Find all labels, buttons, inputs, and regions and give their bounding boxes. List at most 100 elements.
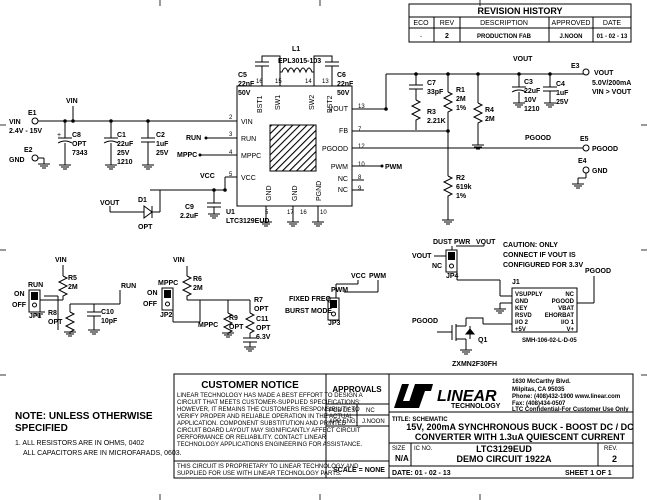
logo-word: LINEAR [437,388,497,405]
l1-value: EPL3015-103 [278,58,321,65]
jp4-nc-net: NC [432,263,442,270]
title-block [173,373,634,479]
ground-symbols [260,102,556,227]
vin-range: 2.4V - 15V [9,128,42,135]
vout-network [385,73,586,220]
mppc-net: MPPC [177,152,202,159]
c8-size: 7343 [72,150,88,157]
exposed-pad [269,124,317,172]
pin-num: 10 [320,210,327,216]
c9-value: 2.2uF [180,213,199,220]
q1-ref: Q1 [478,337,487,344]
j1-left-6: +5V [515,327,526,333]
j1-part: SMH-106-02-L-D-05 [522,338,577,344]
rev-row-rev: 2 [445,33,449,40]
mppc-net-label: MPPC [177,152,197,159]
r2-tol: 1% [456,193,467,200]
terminal-e1[interactable]: E1 VIN [9,110,39,126]
c2-label: C2 [156,132,165,139]
pin-label-bst1: BST1 [257,95,264,113]
notice-line: CIRCUIT THAT MEETS CUSTOMER-SUPPLIED SPE… [177,400,361,406]
jp3-fixed: FIXED FREQ [289,296,332,303]
r3-label: R3 [427,109,436,116]
approvals-title: APPROVALS [332,385,382,394]
ic-pin-wires [200,72,520,222]
address-line: Milpitas, CA 95035 [512,387,565,393]
jp2-mppc-out-net: MPPC [198,322,218,329]
pin-label-bst2: BST2 [327,95,334,113]
c1-size: 1210 [117,159,133,166]
rev-value: 2 [612,454,617,464]
jp4-vout-net: VOUT [476,239,496,246]
rev-header-date: DATE [603,20,621,27]
jp2-ref: JP2 [160,312,173,319]
ic-ref: U1 [226,209,235,216]
notice-line: VERIFY PROPER AND RELIABLE OPERATION IN … [177,414,353,420]
address-line: LTC Confidential-For Customer Use Only [512,407,629,413]
j1-right-2: PGOOD [552,299,575,305]
e5-ref: E5 [580,136,589,143]
j1-right-1: NC [565,292,574,298]
vin-junctions [63,119,150,123]
customer-notice-title: CUSTOMER NOTICE [201,380,299,391]
c1-value: 22uF [117,141,134,148]
jp4-title: DUST PWR [433,239,470,246]
title-line2: CONVERTER WITH 1.3uA QUIESCENT CURRENT [415,432,626,442]
e5-net: PGOOD [592,146,618,153]
rev-header-eco: ECO [413,20,429,27]
c7-value: 33pF [427,89,444,96]
jp3-pwm2-net: PWM [369,273,386,280]
address-line: Fax: (408)434-0507 [512,401,566,407]
terminal-e3[interactable]: E3 VOUT [571,63,614,77]
pin-num: 10 [358,162,365,168]
rev-header-description: DESCRIPTION [480,20,528,27]
title-label: TITLE: SCHEMATIC [392,417,448,423]
r9-label: R9 [229,315,238,322]
r6-label: R6 [193,276,202,283]
c2-voltage: 25V [156,150,169,157]
c9-label: C9 [185,204,194,211]
r8-value: OPT [48,319,63,326]
jumper-jp3[interactable]: JP3 FIXED FREQ BURST MODE [285,296,341,327]
jp1-run-net: RUN [28,282,43,289]
terminal-e2[interactable]: E2 GND [9,147,39,164]
c3-label: C3 [524,79,533,86]
icno-label: IC NO. [414,446,433,452]
approvals: APPROVALS PCB DES. NC APP ENG. J.NOON SC… [329,385,385,474]
jp1-run-out-net: RUN [121,283,136,290]
terminal-e4[interactable]: E4 GND [572,158,608,189]
jp4-vout2-net: VOUT [412,253,432,260]
jp1-network [33,265,121,337]
vcc-net-label: VCC [200,173,215,180]
c1-voltage: 25V [117,150,130,157]
capacitor-c6: C6 22nF 50V [313,55,354,97]
c10-label: C10 [101,309,114,316]
terminal-e5[interactable]: E5 PGOOD [580,136,618,153]
run-net-label: RUN [186,135,201,142]
connector-j1: J1 VSUPPLY GND KEY RSVD I/O 2 +5V NC PGO… [511,279,578,344]
rev-row-date: 01 - 02 - 13 [597,34,628,40]
j1-ref: J1 [512,279,520,286]
jp2-mppc-net: MPPC [158,280,178,287]
jumper-jp2[interactable]: JP2 ON OFF [143,287,174,319]
jp1-off: OFF [12,302,27,309]
pin-num: 17 [287,210,294,216]
c2-value: 1uF [156,141,169,148]
r5-label: R5 [68,275,77,282]
c10-value: 10pF [101,318,118,325]
approvals-app-label: APP ENG. [329,419,358,425]
caution-line2: CONNECT IF VOUT IS [503,252,576,259]
e4-net: GND [592,168,608,175]
c11-label: C11 [256,316,269,323]
jp2-network [172,266,257,352]
notice-footer: SUPPLIED FOR USE WITH LINEAR TECHNOLOGY … [177,471,342,477]
demo-circuit: DEMO CIRCUIT 1922A [456,454,552,464]
jp4-ref: JP4 [446,273,459,280]
rev-header-approved: APPROVED [552,20,591,27]
jumper-jp1[interactable]: JP1 ON OFF [12,289,42,320]
pin-num: 5 [229,172,233,178]
run-net: RUN [186,135,208,142]
vin-network [38,106,220,170]
jumper-jp4[interactable]: JP4 DUST PWR [433,239,470,280]
